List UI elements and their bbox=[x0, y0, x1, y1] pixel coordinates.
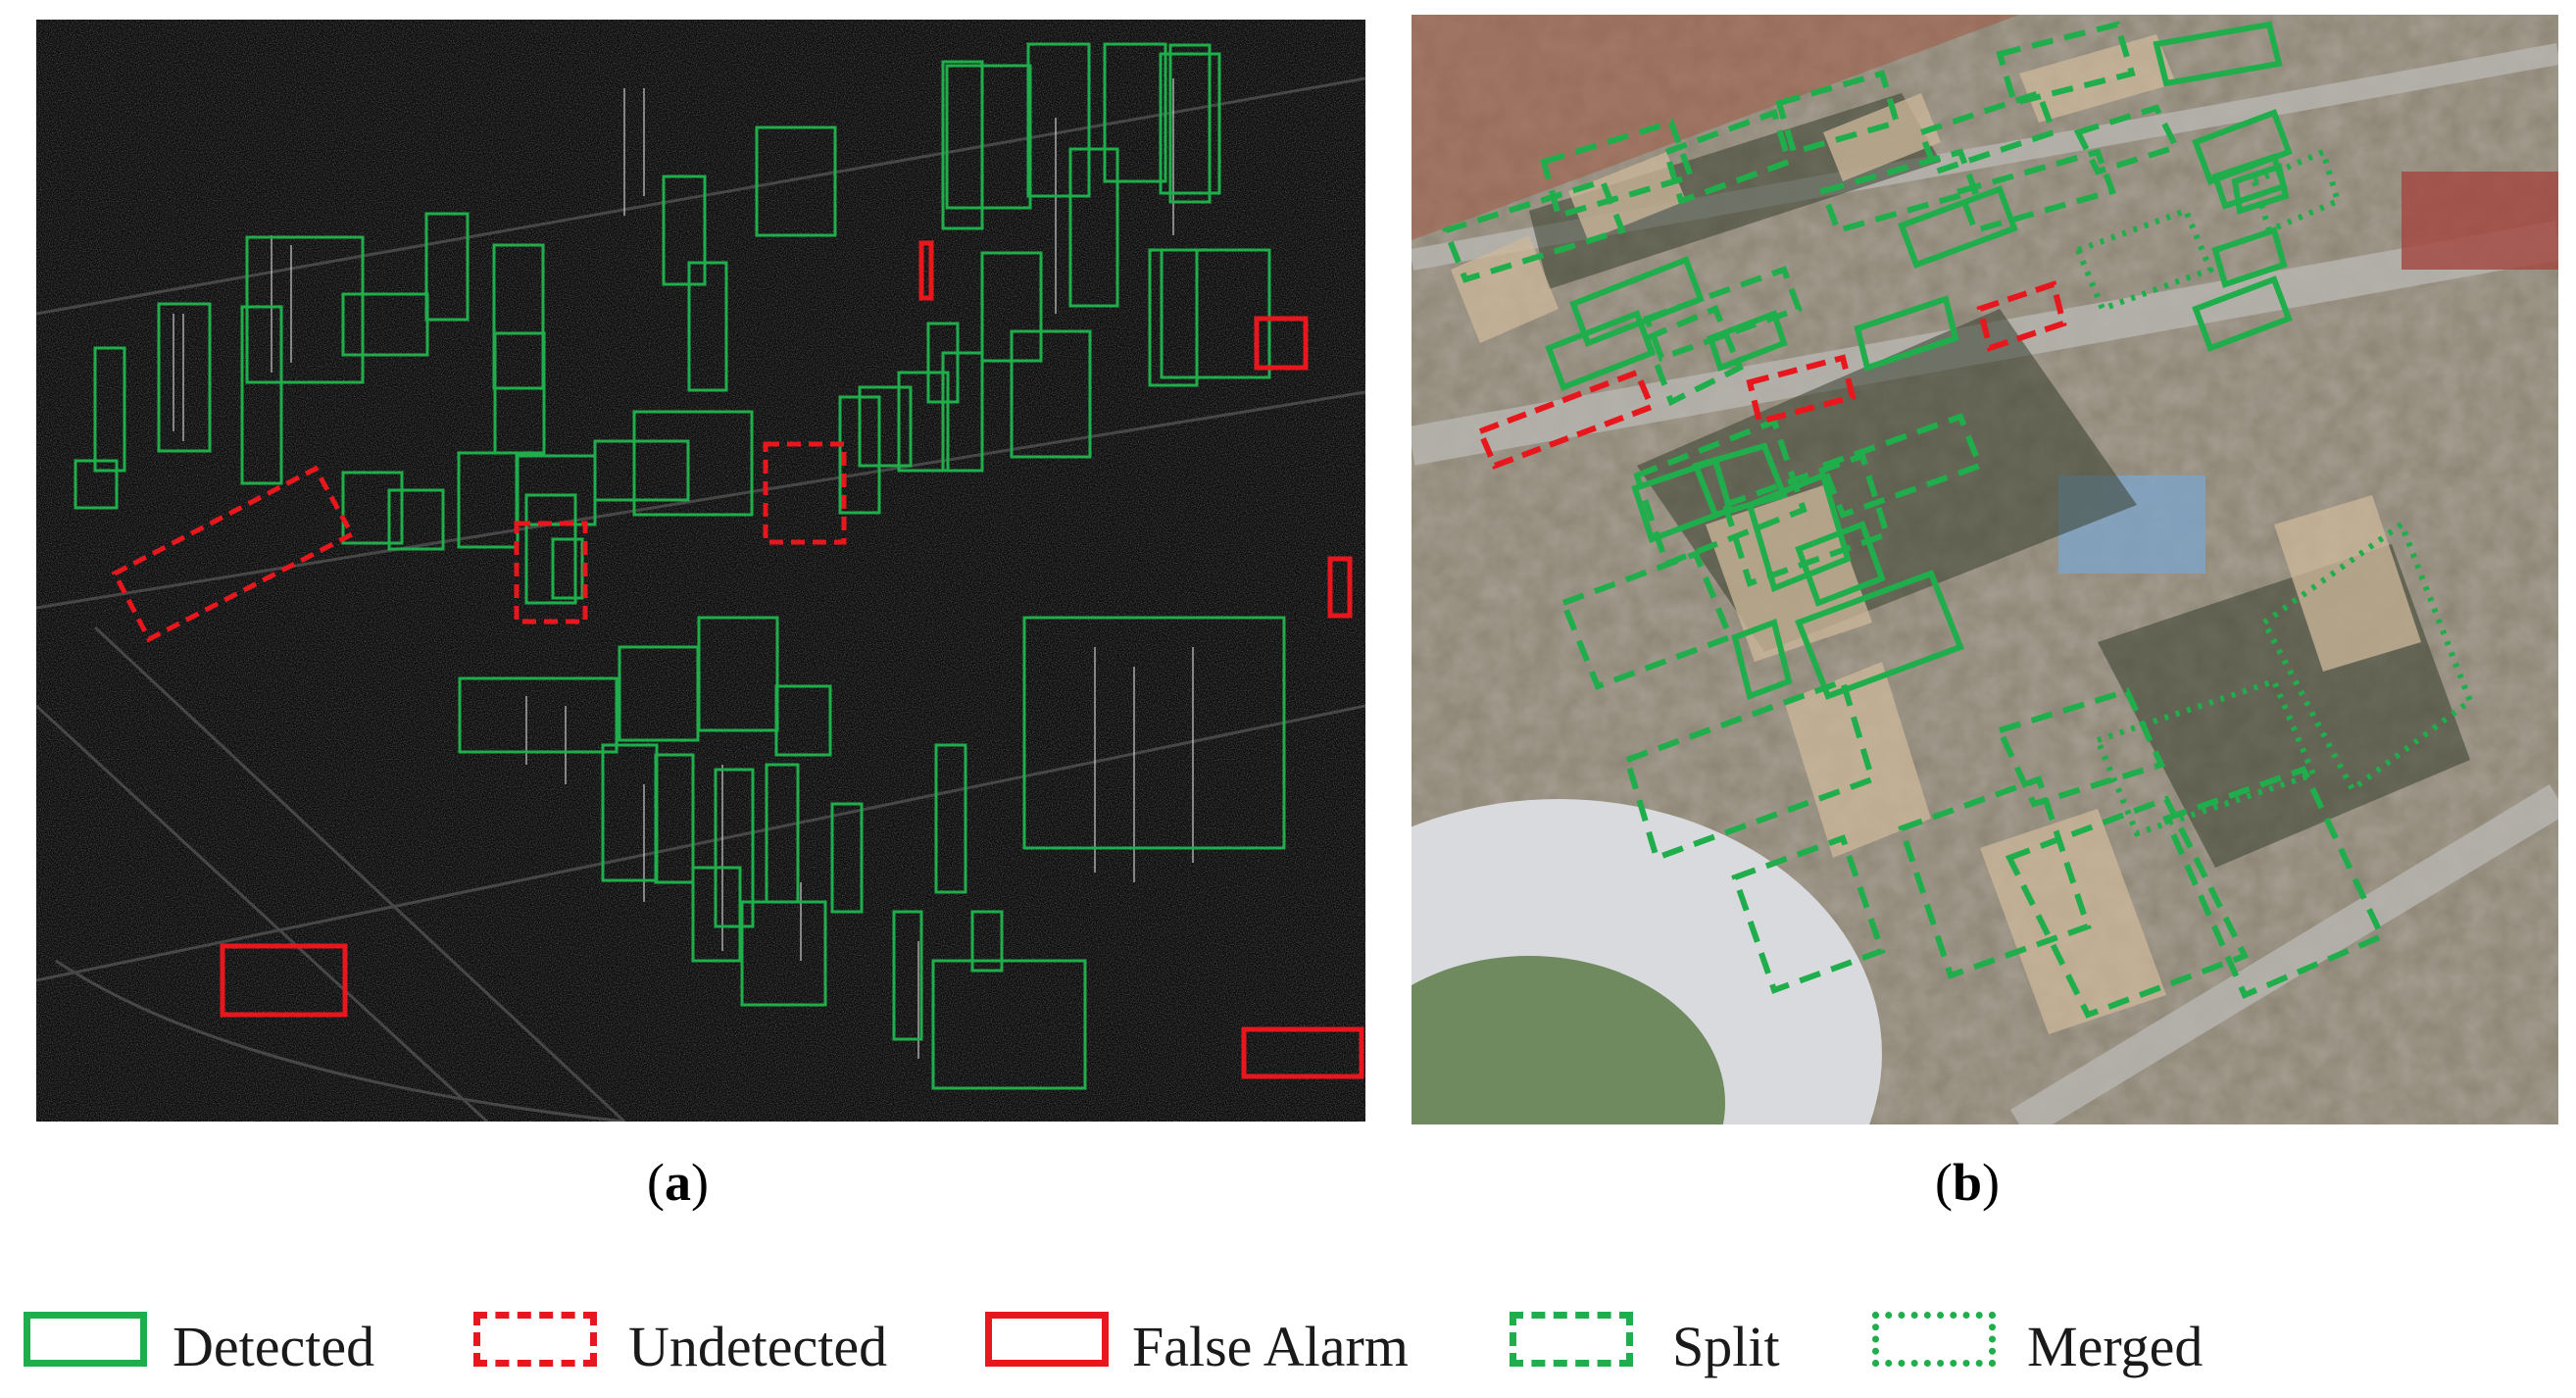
legend-undetected-swatch bbox=[473, 1312, 597, 1367]
road-lines bbox=[36, 76, 1365, 1122]
legend-split-swatch bbox=[1510, 1312, 1633, 1367]
optical-image bbox=[1412, 15, 2558, 1124]
legend-detected-swatch bbox=[24, 1312, 147, 1367]
sar-image-panel bbox=[36, 20, 1365, 1122]
caption-a: (a) bbox=[647, 1153, 709, 1212]
legend-false-alarm-label: False Alarm bbox=[1132, 1315, 1409, 1378]
building-returns bbox=[173, 78, 1194, 1059]
residential-roofs bbox=[1412, 15, 2019, 240]
legend-false-alarm-swatch bbox=[985, 1312, 1109, 1367]
split-polygons bbox=[1442, 21, 2387, 1019]
undetected-polygons bbox=[1476, 280, 2067, 470]
legend-merged-label: Merged bbox=[2027, 1315, 2204, 1378]
undetected-boxes bbox=[111, 441, 847, 643]
legend-split-label: Split bbox=[1672, 1315, 1780, 1378]
legend-undetected-label: Undetected bbox=[628, 1315, 888, 1378]
merged-polygons bbox=[2074, 147, 2474, 837]
running-track bbox=[2402, 172, 2558, 270]
legend-detected-label: Detected bbox=[173, 1315, 375, 1378]
optical-image-panel bbox=[1412, 15, 2558, 1124]
legend-merged-swatch bbox=[1872, 1312, 1996, 1367]
sar-image bbox=[36, 20, 1365, 1122]
caption-b: (b) bbox=[1935, 1153, 2001, 1212]
detected-polygons bbox=[1545, 21, 2293, 700]
detected-boxes bbox=[74, 42, 1286, 1090]
false-alarm-boxes bbox=[220, 240, 1364, 1079]
stadium bbox=[1412, 799, 1882, 1124]
